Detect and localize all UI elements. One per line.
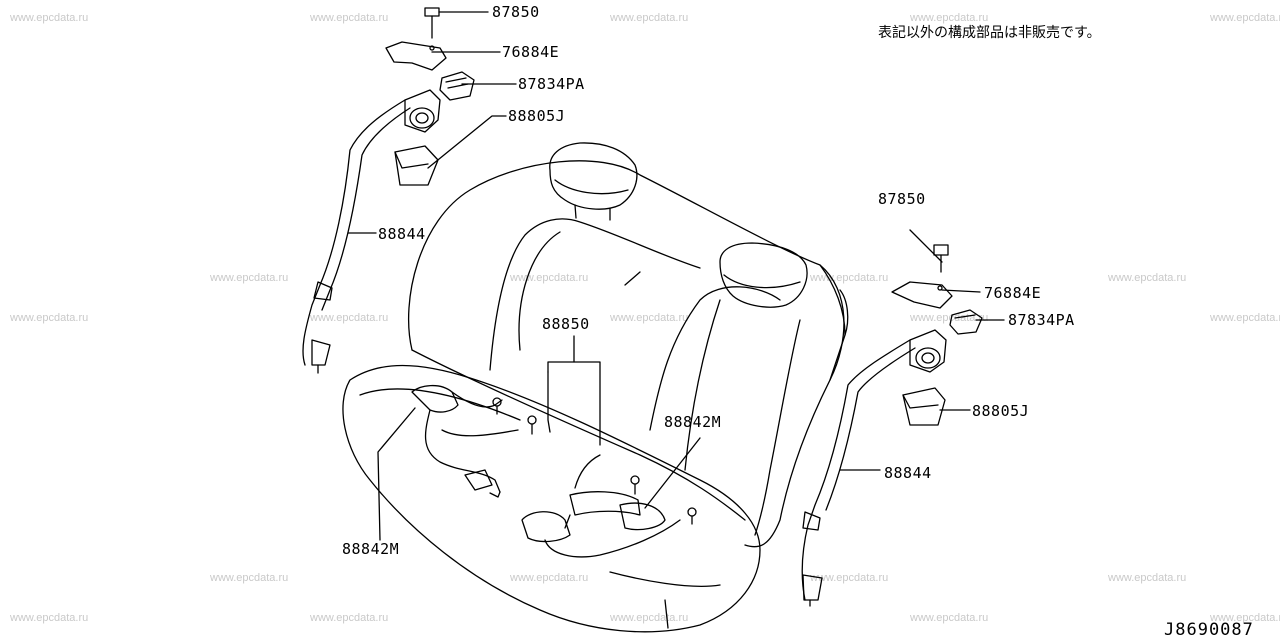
callout-76884E: 76884E <box>502 43 560 61</box>
callout-88842M: 88842M <box>342 540 400 558</box>
not-sold-note: 表記以外の構成部品は非販売です。 <box>878 25 1101 41</box>
callout-87850: 87850 <box>878 190 926 208</box>
leader-lines <box>347 11 1005 541</box>
watermark: www.epcdata.ru <box>310 612 389 624</box>
watermark: www.epcdata.ru <box>610 612 689 624</box>
watermark: www.epcdata.ru <box>610 312 689 324</box>
seat-cushion <box>342 364 761 633</box>
watermark: www.epcdata.ru <box>910 612 989 624</box>
watermark: www.epcdata.ru <box>910 312 989 324</box>
watermark: www.epcdata.ru <box>910 12 989 24</box>
watermark: www.epcdata.ru <box>10 312 89 324</box>
watermark: www.epcdata.ru <box>10 612 89 624</box>
buckle-right-cluster <box>521 475 697 558</box>
watermark: www.epcdata.ru <box>210 572 289 584</box>
watermark: www.epcdata.ru <box>510 572 589 584</box>
right-retractor-assembly <box>801 244 983 607</box>
callout-88844: 88844 <box>378 225 426 243</box>
watermark: www.epcdata.ru <box>1210 12 1280 24</box>
callout-87834PA: 87834PA <box>1008 311 1075 329</box>
left-retractor-assembly <box>302 7 475 374</box>
watermark: www.epcdata.ru <box>1108 572 1187 584</box>
headrest-left <box>549 142 638 221</box>
buckle-left-cluster <box>411 384 537 498</box>
watermark: www.epcdata.ru <box>310 312 389 324</box>
callout-88805J: 88805J <box>972 402 1030 420</box>
callout-76884E: 76884E <box>984 284 1042 302</box>
callout-88850: 88850 <box>542 315 590 333</box>
watermark: www.epcdata.ru <box>610 12 689 24</box>
watermark: www.epcdata.ru <box>1210 612 1280 624</box>
watermark: www.epcdata.ru <box>1108 272 1187 284</box>
watermark: www.epcdata.ru <box>1210 312 1280 324</box>
callout-88844: 88844 <box>884 464 932 482</box>
headrest-right <box>719 242 808 308</box>
watermark: www.epcdata.ru <box>210 272 289 284</box>
callout-88805J: 88805J <box>508 107 566 125</box>
watermark: www.epcdata.ru <box>310 12 389 24</box>
callout-87834PA: 87834PA <box>518 75 585 93</box>
watermark: www.epcdata.ru <box>810 572 889 584</box>
diagram-code: J8690087 <box>1164 620 1254 640</box>
callout-87850: 87850 <box>492 3 540 21</box>
callout-88842M: 88842M <box>664 413 722 431</box>
watermark: www.epcdata.ru <box>10 12 89 24</box>
watermark: www.epcdata.ru <box>510 272 589 284</box>
